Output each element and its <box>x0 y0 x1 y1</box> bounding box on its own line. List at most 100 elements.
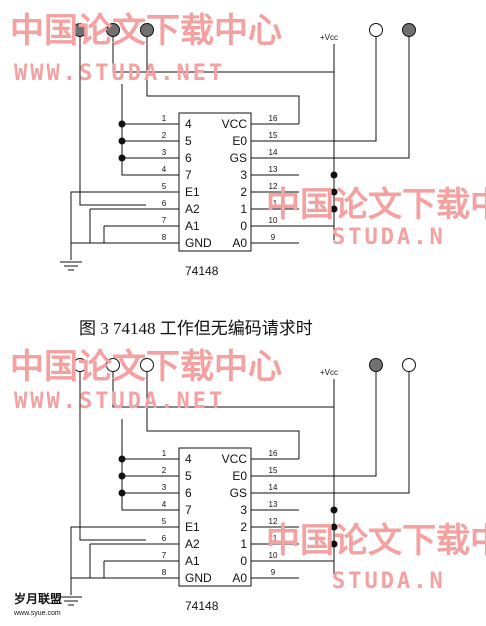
vcc-label: +Vcc <box>320 33 338 42</box>
pin-number: 4 <box>162 500 167 509</box>
watermark-en: STUDA.N <box>332 225 446 250</box>
pin-label: 6 <box>185 151 192 165</box>
output-led-2 <box>402 23 416 37</box>
junction-dot <box>118 137 126 145</box>
pin-label: A1 <box>185 554 200 568</box>
logo-url: www.syue.com <box>13 610 61 617</box>
pin-number: 6 <box>162 534 167 543</box>
chip-name: 74148 <box>185 264 219 278</box>
pin-label: VCC <box>222 452 248 466</box>
pin-number: 9 <box>271 568 276 577</box>
pin-number: 12 <box>269 517 278 526</box>
chip-body <box>178 447 252 587</box>
pin-label: VCC <box>222 117 248 131</box>
pin-number: 16 <box>269 449 278 458</box>
output-led-1 <box>369 23 383 37</box>
pin-label: 2 <box>240 185 247 199</box>
pin-label: 7 <box>185 168 192 182</box>
watermark-en: WWW.STUDA.NET <box>14 389 225 414</box>
output-led-1 <box>369 358 383 372</box>
pin-label: 7 <box>185 503 192 517</box>
pin-label: 3 <box>240 168 247 182</box>
pin-label: 4 <box>185 452 192 466</box>
led-wire <box>112 371 334 408</box>
pin-number: 14 <box>269 148 278 157</box>
pin-label: E0 <box>232 134 247 148</box>
watermark-en: STUDA.N <box>332 569 446 594</box>
pin-label: 1 <box>240 202 247 216</box>
pin-label: A1 <box>185 219 200 233</box>
pin-number: 9 <box>271 233 276 242</box>
junction-dot <box>330 506 338 514</box>
output-wire <box>299 371 377 477</box>
e1-wire <box>70 191 146 260</box>
pin-number: 5 <box>162 182 167 191</box>
junction-dot <box>118 455 126 463</box>
pin-number: 15 <box>269 131 278 140</box>
pin-label: 5 <box>185 134 192 148</box>
pin-label: 4 <box>185 117 192 131</box>
pin-number: 8 <box>162 233 167 242</box>
pin-number: 7 <box>162 216 167 225</box>
pin-number: 2 <box>162 131 167 140</box>
wire <box>121 84 146 176</box>
pin-number: 1 <box>162 114 167 123</box>
pin-label: 0 <box>240 219 247 233</box>
pin-number: 4 <box>162 165 167 174</box>
junction-dot <box>330 205 338 213</box>
pin-label: E1 <box>185 520 200 534</box>
pin-label: A2 <box>185 202 200 216</box>
pin-number: 3 <box>162 483 167 492</box>
pin-label: 1 <box>240 537 247 551</box>
wire <box>121 419 146 511</box>
pin-number: 10 <box>269 216 278 225</box>
pin-number: 1 <box>162 449 167 458</box>
pin-number: 11 <box>269 534 278 543</box>
pin-label: A0 <box>232 571 247 585</box>
led-wire <box>79 371 146 541</box>
figure-caption: 图 3 74148 工作但无编码请求时 <box>79 319 313 338</box>
pin-label: GS <box>230 151 247 165</box>
pin-label: 5 <box>185 469 192 483</box>
site-logo: 岁月联盟 www.syue.com <box>13 591 62 617</box>
pin-label: 3 <box>240 503 247 517</box>
chip-body <box>178 112 252 252</box>
pin-label: GND <box>185 236 212 250</box>
watermark-cn: 中国论文下载中心 <box>10 347 282 387</box>
junction-dot <box>118 154 126 162</box>
pin-label: A0 <box>232 236 247 250</box>
pin-label: GND <box>185 571 212 585</box>
junction-dot <box>118 472 126 480</box>
pin-number: 6 <box>162 199 167 208</box>
pin-number: 2 <box>162 466 167 475</box>
pin-label: E0 <box>232 469 247 483</box>
watermark-cn: 中国论文下载中 <box>266 185 486 225</box>
pin-label: 2 <box>240 520 247 534</box>
watermark-cn: 中国论文下载中 <box>266 521 486 561</box>
pin-number: 5 <box>162 517 167 526</box>
pin-number: 8 <box>162 568 167 577</box>
e1-wire <box>70 526 146 595</box>
pin-number: 13 <box>269 165 278 174</box>
junction-dot <box>330 188 338 196</box>
junction-dot <box>118 120 126 128</box>
pin-number: 12 <box>269 182 278 191</box>
pin-number: 14 <box>269 483 278 492</box>
pin-number: 15 <box>269 466 278 475</box>
pin-label: E1 <box>185 185 200 199</box>
pin-number: 11 <box>269 199 278 208</box>
output-led-2 <box>402 358 416 372</box>
chip-name: 74148 <box>185 599 219 613</box>
led-wire <box>146 36 300 124</box>
junction-dot <box>330 171 338 179</box>
pin-number: 7 <box>162 551 167 560</box>
pin-number: 16 <box>269 114 278 123</box>
watermark-cn: 中国论文下载中心 <box>10 11 282 51</box>
junction-dot <box>330 540 338 548</box>
pin-label: A2 <box>185 537 200 551</box>
junction-dot <box>118 489 126 497</box>
logo-text: 岁月联盟 <box>14 591 62 606</box>
